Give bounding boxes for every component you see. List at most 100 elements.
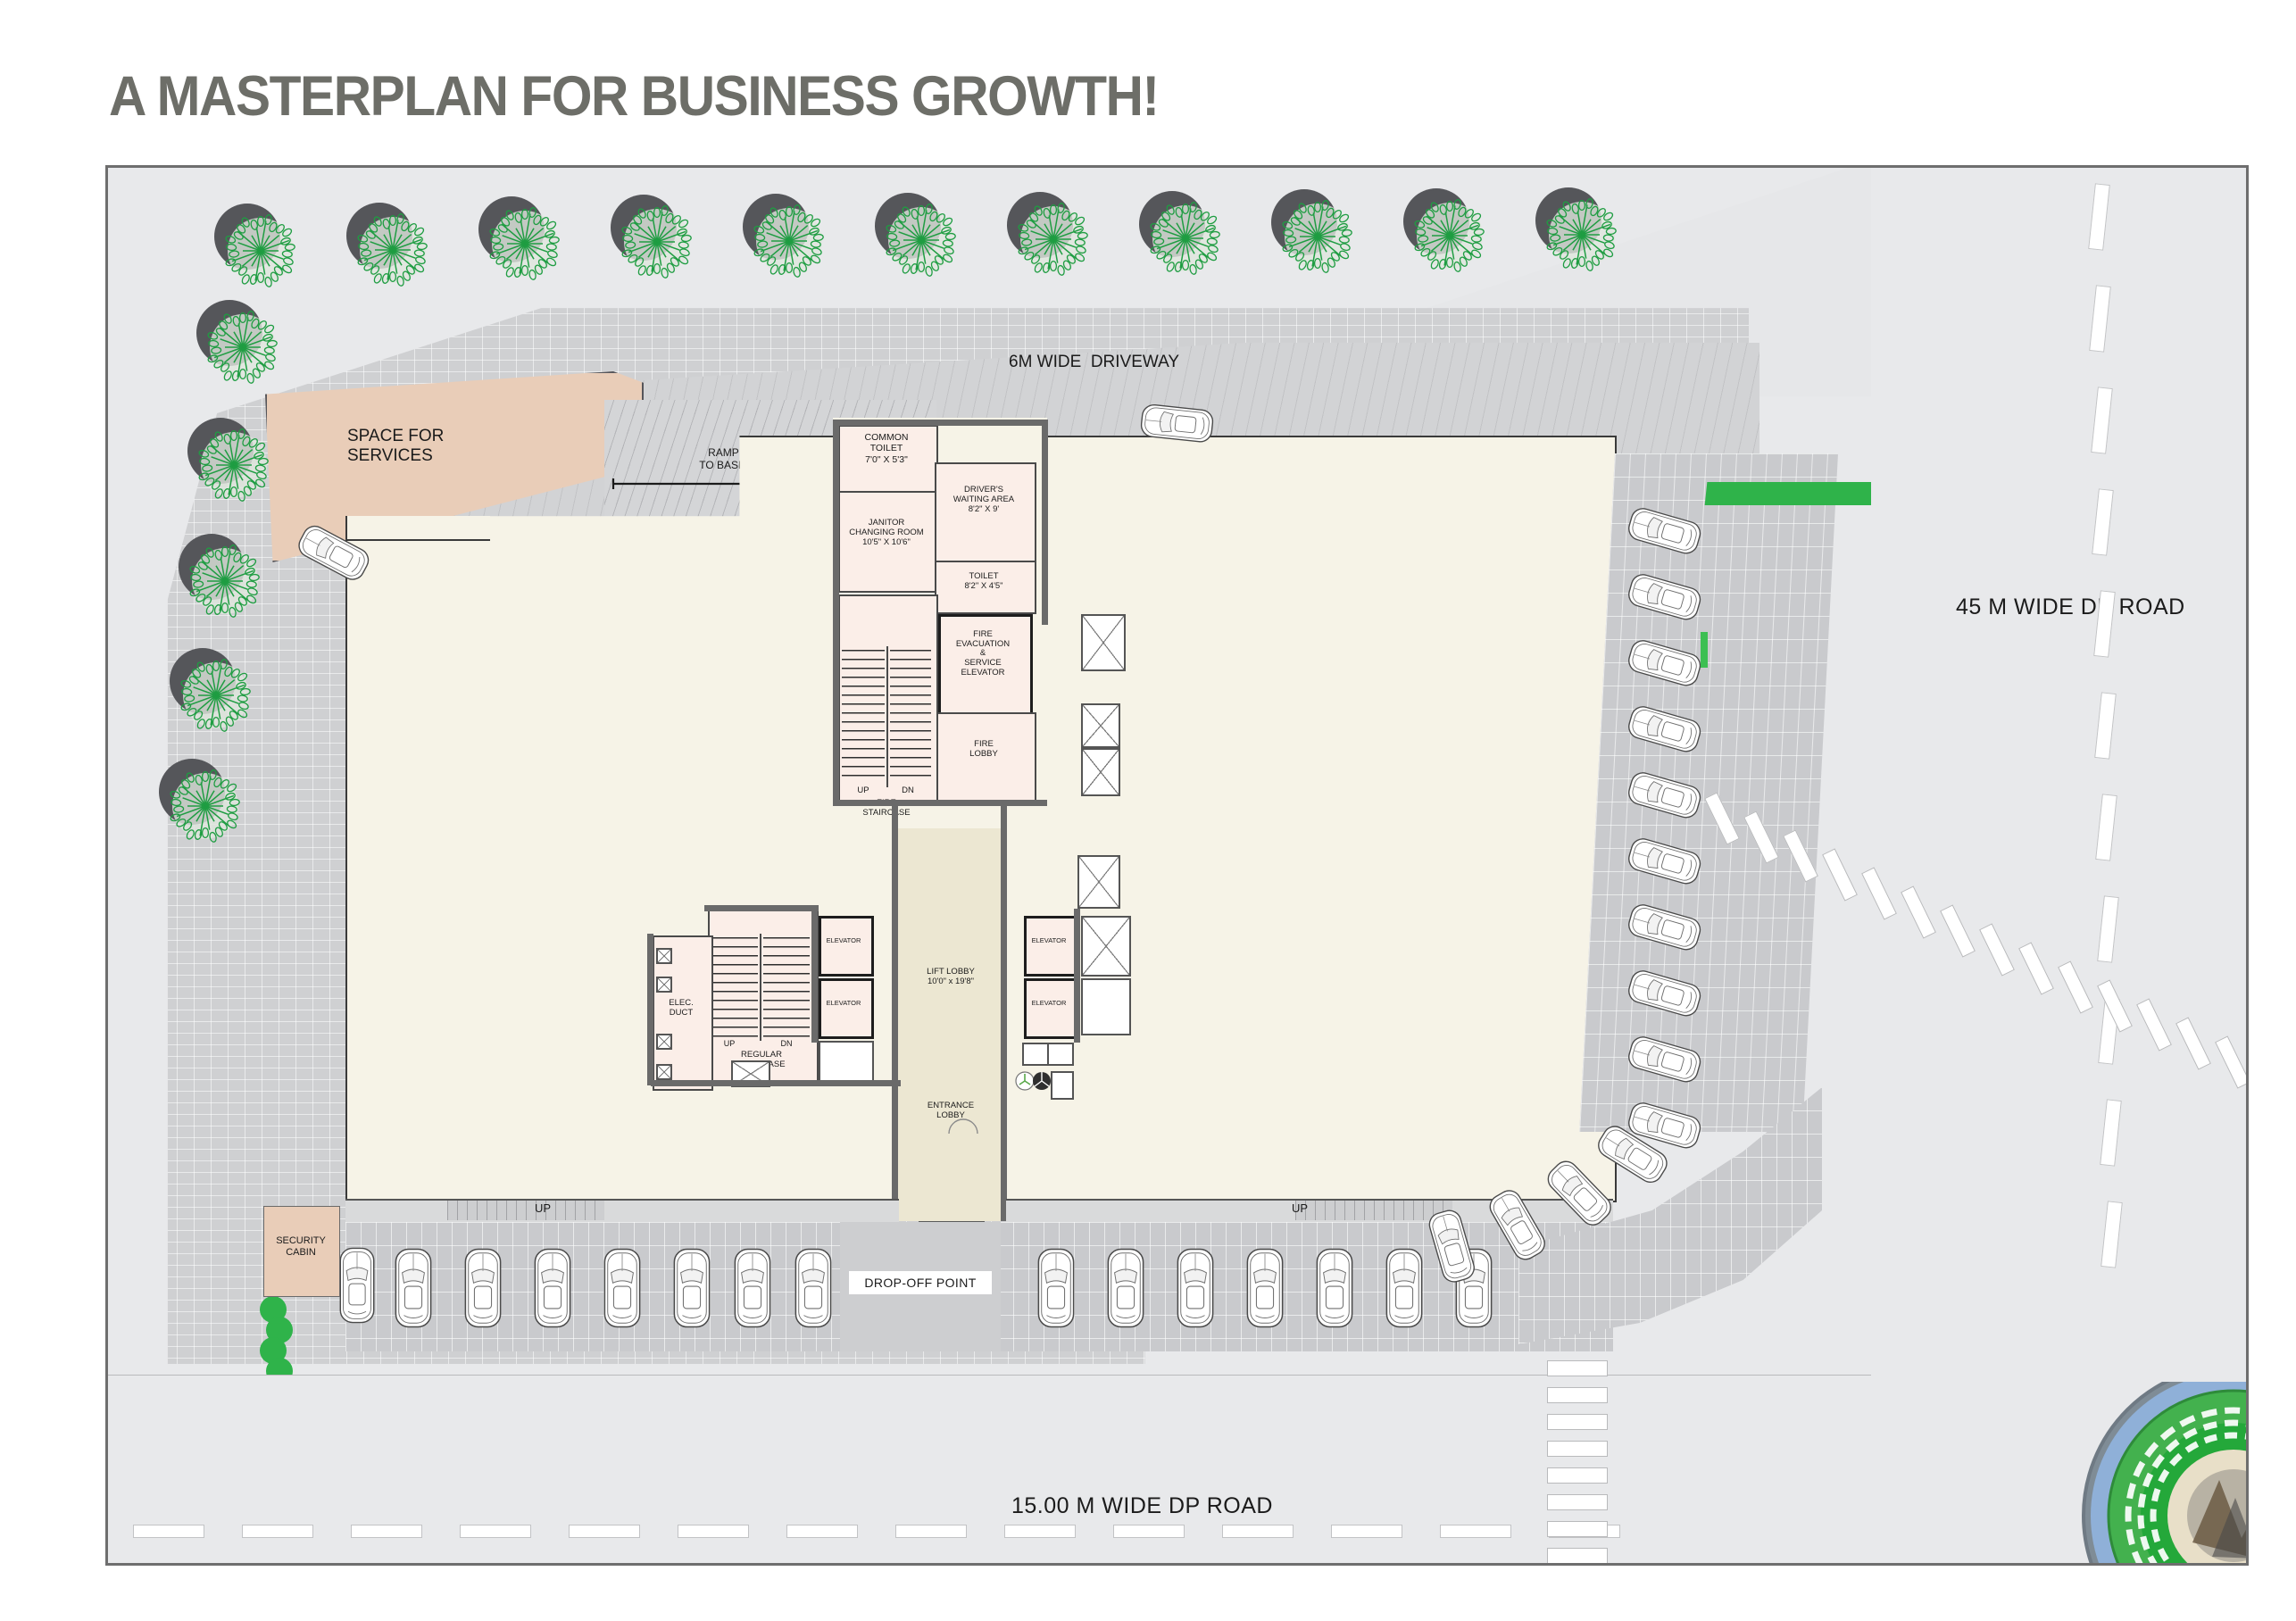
fire-stair-dn-label: DN: [902, 786, 914, 795]
duct-shaft-3: [656, 1034, 672, 1050]
parked-car-icon: [1106, 1235, 1145, 1345]
building-notch: [345, 516, 490, 541]
space-for-services-label: SPACE FOR SERVICES: [347, 427, 445, 466]
tree-icon: [346, 202, 431, 288]
tree-icon: [611, 195, 695, 280]
up-label-right: UP: [1292, 1201, 1309, 1215]
road-dash: [786, 1525, 858, 1538]
tree-icon: [187, 418, 272, 503]
crossing-stripe: [1547, 1441, 1608, 1457]
security-cabin-label: SECURITY CABIN: [276, 1235, 326, 1258]
parked-car-icon: [1036, 1235, 1076, 1345]
elec-duct-label: ELEC. DUCT: [669, 998, 694, 1018]
tree-icon: [478, 195, 563, 282]
parked-car-icon: [1614, 765, 1719, 827]
plinth-strip-right: [1295, 1201, 1452, 1220]
plinth-strip-left-2: [447, 1201, 604, 1220]
regular-stair-divider: [760, 934, 761, 1041]
drop-off-point-label: DROP-OFF POINT: [849, 1271, 992, 1294]
room-fire-lobby: [935, 712, 1036, 803]
page-title: A MASTERPLAN FOR BUSINESS GROWTH!: [109, 65, 1160, 128]
fire-stair-treads: [842, 650, 885, 784]
parked-car-icon: [1478, 1176, 1558, 1277]
road-dash: [678, 1525, 749, 1538]
core-duct-wall: [647, 934, 653, 1085]
up-label-left: UP: [535, 1201, 552, 1215]
fire-stair-divider: [886, 646, 888, 787]
elevator-2: [819, 978, 874, 1039]
parked-car-icon: [1614, 501, 1719, 562]
road-dash: [351, 1525, 422, 1538]
fire-lobby-label: FIRE LOBBY: [969, 739, 998, 760]
tree-icon: [214, 204, 299, 289]
core-wall-left: [833, 420, 839, 803]
tree-icon: [1139, 190, 1224, 277]
tree-icon: [1403, 188, 1488, 274]
lobby-seat-2: [1047, 1043, 1074, 1066]
service-shaft-b: [1081, 703, 1120, 748]
elevator-1: [819, 916, 874, 977]
tree-icon: [170, 648, 254, 734]
crossing-stripe: [1547, 1467, 1608, 1484]
plinth-band-left: [345, 1199, 899, 1224]
tree-icon: [196, 300, 281, 386]
road-dash: [1331, 1525, 1402, 1538]
road-dash: [1113, 1525, 1185, 1538]
duct-shaft-4: [656, 1064, 672, 1080]
crossing-stripe: [1547, 1494, 1608, 1510]
roundabout-landscape-feature: [2082, 1382, 2246, 1563]
tree-icon: [743, 194, 828, 279]
entrance-lobby-label: ENTRANCE LOBBY: [927, 1101, 975, 1121]
core-wall-right: [1042, 420, 1048, 625]
service-room-g: [819, 1041, 874, 1082]
road-dash: [242, 1525, 313, 1538]
masterplan-drawing: SPACE FOR SERVICES 6M WIDE DRIVEWAY RAMP…: [105, 165, 2249, 1566]
crossing-stripe: [1547, 1414, 1608, 1430]
road-dash: [1004, 1525, 1076, 1538]
parked-car-icon: [533, 1235, 572, 1345]
parked-car-icon: [1129, 401, 1230, 446]
core-lower-wall: [651, 1080, 901, 1086]
parked-car-icon: [1614, 567, 1719, 628]
room-janitor-changing: [838, 491, 938, 593]
parked-car-icon: [1614, 1029, 1719, 1091]
bottom-road-label-front: 15.00 M WIDE DP ROAD: [1011, 1493, 1273, 1518]
fire-stair-treads-2: [890, 650, 931, 784]
parked-car-icon: [1614, 963, 1719, 1025]
parked-car-icon: [1422, 1197, 1483, 1301]
parked-car-icon: [1584, 1115, 1685, 1197]
spine-wall-left: [892, 806, 898, 1221]
elevator-4: [1024, 978, 1079, 1039]
parked-car-icon: [603, 1235, 642, 1345]
service-room-e: [1081, 978, 1131, 1035]
road-dash: [133, 1525, 204, 1538]
service-shaft-f: [1077, 855, 1120, 909]
crossing-stripe: [1547, 1387, 1608, 1403]
parked-car-icon: [1614, 633, 1719, 694]
common-toilet-label: COMMON TOILET 7'0" X 5'3": [864, 432, 909, 465]
parked-car-icon: [1614, 897, 1719, 959]
crossing-stripe: [1547, 1548, 1608, 1563]
fire-stair-up-label: UP: [857, 786, 869, 795]
regular-stair-treads-2: [763, 937, 810, 1037]
lobby-seat-1: [1022, 1043, 1049, 1066]
elevator-3: [1024, 916, 1079, 977]
elevator-3-label: ELEVATOR: [1031, 936, 1067, 944]
elevator-4-label: ELEVATOR: [1031, 999, 1067, 1007]
driveway-label: 6M WIDE DRIVEWAY: [1009, 353, 1180, 371]
lobby-desk: [1051, 1071, 1074, 1100]
tree-icon: [875, 193, 960, 278]
road-dash: [1222, 1525, 1294, 1538]
parked-car-icon: [1385, 1235, 1424, 1345]
room-toilet: [935, 561, 1036, 614]
road-dash: [895, 1525, 967, 1538]
parked-car-icon: [394, 1235, 433, 1345]
lift-bank-wall-right: [1074, 909, 1080, 1043]
toilet-label: TOILET 8'2" X 4'5": [964, 571, 1003, 592]
elevator-1-label: ELEVATOR: [826, 936, 861, 944]
drivers-waiting-label: DRIVER'S WAITING AREA 8'2" X 9': [953, 485, 1015, 515]
janitor-changing-label: JANITOR CHANGING ROOM 10'5" X 10'6": [849, 518, 924, 548]
service-shaft-a: [1081, 614, 1126, 671]
tree-icon: [159, 759, 244, 844]
tree-icon: [1535, 187, 1620, 273]
